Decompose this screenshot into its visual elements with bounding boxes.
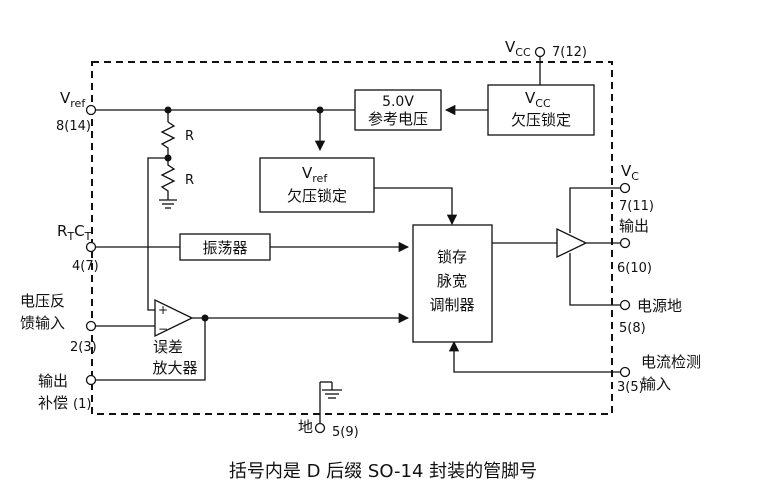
pwm-label-line1: 锁存 bbox=[437, 248, 467, 266]
power-ground-pin-number: 5(8) bbox=[619, 321, 646, 336]
junction-dots bbox=[164, 106, 324, 322]
vref-uvlo-title: Vref bbox=[302, 164, 328, 185]
pin-vcc bbox=[534, 46, 546, 58]
vref-pin-number: 8(14) bbox=[56, 119, 91, 134]
pwm-label-line2: 脉宽 bbox=[437, 272, 467, 290]
current-sense-pin-number: 3(5) bbox=[617, 380, 644, 395]
ref-voltage-value: 5.0V bbox=[382, 94, 414, 110]
comp-pin-number: (1) bbox=[73, 397, 91, 412]
power-ground-pin-label: 电源地 bbox=[637, 297, 682, 315]
resistor-label-bottom: R bbox=[185, 173, 194, 188]
pin-gnd bbox=[314, 422, 326, 434]
pin-circles bbox=[85, 46, 631, 434]
pin-isense bbox=[619, 366, 631, 378]
wiring bbox=[96, 50, 620, 424]
pin-rtct bbox=[85, 241, 97, 253]
resistor-label-top: R bbox=[185, 129, 194, 144]
vcc-pin-label: VCC bbox=[505, 38, 531, 59]
vc-pin-label: VC bbox=[621, 162, 639, 183]
feedback-pin-label-line1: 电压反 bbox=[20, 292, 65, 310]
comp-pin-label-line2: 补偿 bbox=[38, 394, 68, 412]
pin-comp bbox=[85, 374, 97, 386]
pin-vc bbox=[619, 182, 631, 194]
ground-pin-number: 5(9) bbox=[332, 425, 359, 440]
vcc-uvlo-label: 欠压锁定 bbox=[511, 111, 571, 129]
oscillator-block bbox=[179, 233, 271, 261]
ref-voltage-label: 参考电压 bbox=[368, 110, 428, 128]
figure-caption: 括号内是 D 后缀 SO-14 封装的管脚号 bbox=[229, 461, 537, 482]
pin-fb bbox=[85, 320, 97, 332]
pin-vref bbox=[85, 104, 97, 116]
oscillator-label: 振荡器 bbox=[202, 239, 247, 257]
output-driver-triangle bbox=[556, 227, 588, 259]
vcc-uvlo-title: VCC bbox=[525, 89, 551, 110]
error-amp-plus: + bbox=[158, 303, 168, 317]
feedback-pin-number: 2(3) bbox=[70, 340, 97, 355]
rtct-pin-label: RTCT bbox=[57, 222, 92, 243]
vc-pin-number: 7(11) bbox=[619, 199, 654, 214]
current-sense-pin-label-line2: 输入 bbox=[641, 375, 671, 393]
ground-pin-label: 地 bbox=[298, 418, 313, 436]
error-amp-label-line2: 放大器 bbox=[152, 359, 197, 377]
pin-pgnd bbox=[619, 299, 631, 311]
vref-uvlo-block bbox=[259, 157, 375, 213]
comp-pin-label-line1: 输出 bbox=[38, 372, 68, 390]
feedback-pin-label-line2: 馈输入 bbox=[20, 314, 65, 332]
current-sense-pin-label-line1: 电流检测 bbox=[641, 353, 701, 371]
reference-block bbox=[354, 89, 442, 131]
pwm-label-line3: 调制器 bbox=[429, 296, 474, 314]
vcc-pin-number: 7(12) bbox=[552, 45, 587, 60]
vcc-uvlo-block bbox=[487, 84, 595, 136]
vref-uvlo-label: 欠压锁定 bbox=[287, 187, 347, 205]
output-pin-number: 6(10) bbox=[617, 261, 652, 276]
pin-out bbox=[619, 237, 631, 249]
output-pin-label: 输出 bbox=[619, 217, 649, 235]
pwm-latch-block bbox=[412, 224, 493, 343]
vref-pin-label: Vref bbox=[60, 89, 86, 110]
package-outline bbox=[91, 61, 613, 415]
error-amp-triangle bbox=[154, 298, 194, 338]
rtct-pin-number: 4(7) bbox=[72, 259, 99, 274]
error-amp-minus: − bbox=[158, 322, 168, 336]
error-amp-label-line1: 误差 bbox=[153, 338, 183, 356]
